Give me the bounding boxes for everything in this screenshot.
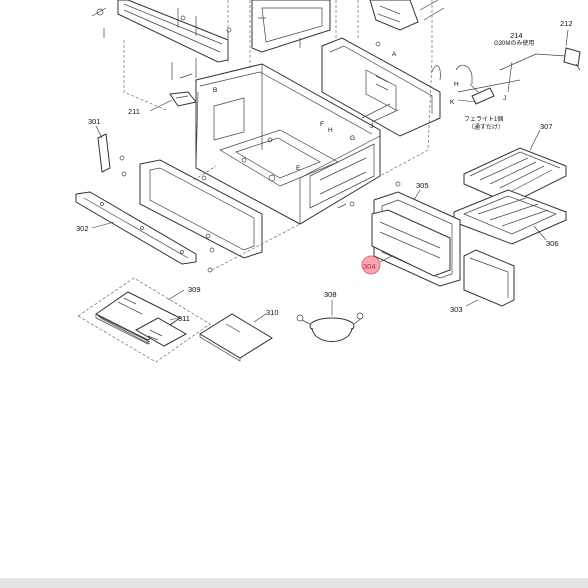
label-305: 305: [416, 181, 429, 190]
label-306: 306: [546, 239, 559, 248]
part-310-booklet: 310: [199, 308, 279, 362]
main-chassis: B F H G E: [195, 0, 381, 225]
bottom-bar: [0, 578, 588, 588]
top-right-bracket: [369, 0, 445, 31]
label-307: 307: [540, 122, 553, 131]
label-311: 311: [178, 314, 190, 323]
part-211-clip: 211: [123, 40, 197, 116]
label-212: 212: [560, 19, 573, 28]
label-304: 304: [363, 262, 376, 271]
highlight-marker-304[interactable]: [361, 255, 381, 275]
rear-panel: A J: [321, 0, 441, 177]
top-rail-assembly: [91, 0, 232, 63]
label-B: B: [213, 87, 217, 94]
power-cord-assembly: 212 214 G30Mのみ使用 H K J フェライト1個 （通すだけ）: [431, 19, 581, 131]
label-302: 302: [76, 224, 89, 233]
label-214-note: G30Mのみ使用: [494, 39, 534, 47]
label-J-cord: J: [503, 95, 506, 102]
label-309: 309: [188, 285, 201, 294]
top-bracket: [251, 0, 331, 53]
label-308: 308: [324, 290, 337, 299]
part-308-pot: 308: [296, 290, 364, 342]
part-303-glass: 303: [450, 249, 515, 314]
part-304-door: 304: [361, 209, 451, 277]
part-309-manual-group: 309 311: [77, 277, 211, 363]
label-211: 211: [128, 107, 140, 116]
label-214: 214: [510, 31, 523, 40]
label-H-cord: H: [454, 81, 459, 88]
label-H: H: [328, 127, 333, 134]
front-frame: [139, 159, 301, 273]
label-J: J: [370, 123, 373, 130]
label-F: F: [320, 121, 324, 128]
label-ferrite: フェライト1個: [464, 115, 503, 123]
label-K: K: [450, 99, 455, 106]
label-E: E: [296, 165, 301, 172]
part-302: 302: [75, 191, 197, 265]
label-A: A: [392, 51, 397, 58]
part-307-rack: 307: [463, 122, 567, 205]
label-310: 310: [266, 308, 279, 317]
label-301: 301: [88, 117, 101, 126]
label-ferrite-note: （通すだけ）: [468, 123, 504, 131]
part-301: 301: [88, 117, 127, 177]
part-306-pan: 306: [453, 189, 567, 248]
label-G: G: [350, 135, 355, 142]
label-303: 303: [450, 305, 463, 314]
